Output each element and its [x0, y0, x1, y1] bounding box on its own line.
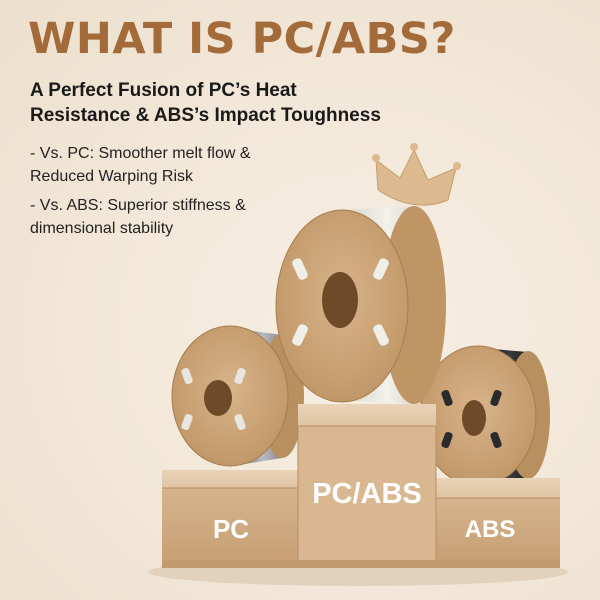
spool-pc-abs [275, 206, 446, 404]
spool-pc [171, 325, 304, 467]
podium-label-left: PC [212, 514, 250, 544]
bullet-vs-abs: - Vs. ABS: Superior stiffness & dimensio… [30, 194, 350, 240]
bullet-vs-abs-line-2: dimensional stability [30, 220, 174, 237]
bullet-list: - Vs. PC: Smoother melt flow & Reduced W… [30, 142, 350, 246]
bullet-vs-pc-line-2: Reduced Warping Risk [30, 168, 194, 185]
bullet-vs-pc: - Vs. PC: Smoother melt flow & Reduced W… [30, 142, 350, 188]
bullet-vs-abs-line-1: - Vs. ABS: Superior stiffness & [30, 197, 246, 214]
page-title: WHAT IS PC/ABS? [28, 14, 456, 64]
bullet-vs-pc-line-1: - Vs. PC: Smoother melt flow & [30, 145, 251, 162]
crown-icon [372, 143, 461, 206]
subtitle-line-1: A Perfect Fusion of PC’s Heat [30, 80, 297, 101]
podium [162, 404, 560, 568]
podium-label-center: PC/ABS [312, 478, 422, 510]
spool-abs [419, 345, 550, 487]
subtitle: A Perfect Fusion of PC’s Heat Resistance… [30, 78, 450, 128]
podium-label-right: ABS [464, 516, 516, 543]
subtitle-line-2: Resistance & ABS’s Impact Toughness [30, 105, 381, 126]
